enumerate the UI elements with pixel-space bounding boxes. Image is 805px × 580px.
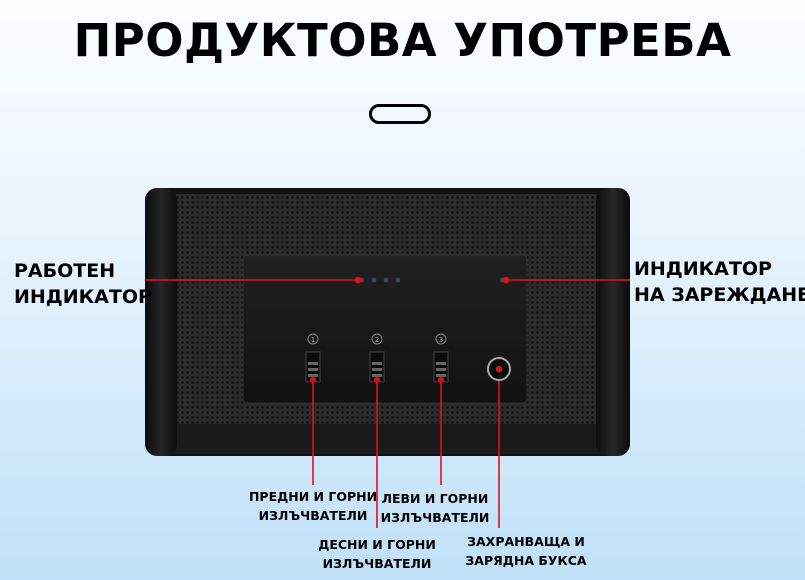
switch-number: 2 xyxy=(375,336,379,344)
switch-number: 1 xyxy=(311,336,315,344)
switch-1: 1 xyxy=(305,333,321,383)
switch-2: 2 xyxy=(369,333,385,383)
divider-pill xyxy=(369,104,431,124)
label-left-top: ЛЕВИ И ГОРНИ ИЗЛЪЧВАТЕЛИ xyxy=(380,491,490,525)
switch-3: 3 xyxy=(433,333,449,383)
label-charge-indicator: ИНДИКАТОР НА ЗАРЕЖДАНЕ xyxy=(634,258,805,306)
left-end-cap xyxy=(145,188,177,456)
control-panel xyxy=(242,254,528,404)
label-power-indicator: РАБОТЕН ИНДИКАТОР xyxy=(14,260,152,308)
label-front-top: ПРЕДНИ И ГОРНИ ИЗЛЪЧВАТЕЛИ xyxy=(248,489,378,523)
switch-number: 3 xyxy=(439,336,443,344)
label-socket: ЗАХРАНВАЩА И ЗАРЯДНА БУКСА xyxy=(465,534,587,568)
page-title: ПРОДУКТОВА УПОТРЕБА xyxy=(73,14,732,67)
right-end-cap xyxy=(596,188,630,456)
label-right-top: ДЕСНИ И ГОРНИ ИЗЛЪЧВАТЕЛИ xyxy=(318,537,436,571)
callout-lines xyxy=(146,276,630,528)
